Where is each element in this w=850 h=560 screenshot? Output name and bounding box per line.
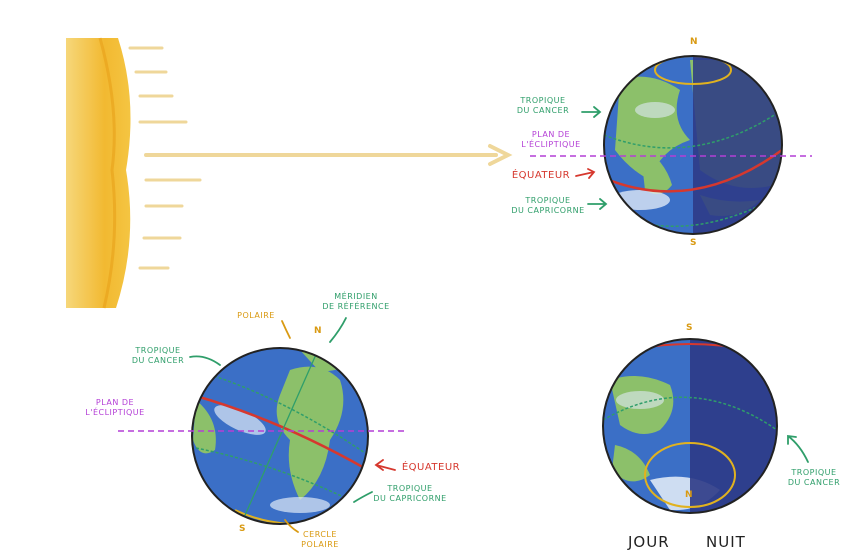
globe-bottom-left [191,347,369,525]
ecliptic-plane-label-top: PLAN DE L'ÉCLIPTIQUE [521,130,581,149]
polar-label: POLAIRE [237,311,275,320]
reference-meridian-label: MÉRIDIEN DE RÉFÉRENCE [322,292,390,311]
south-pole-label-bottom-right: S [686,323,693,333]
tropic-cancer-label-bottom-right: TROPIQUE DU CANCER [787,468,841,487]
tropic-cancer-label-top: TROPIQUE DU CANCER [516,96,570,115]
sun-rays [128,46,498,270]
north-pole-label-top: N [690,37,698,47]
equator-label-bottom-left: ÉQUATEUR [401,462,461,473]
globe-bottom-right [602,338,778,514]
equator-label-top: ÉQUATEUR [511,170,571,181]
leader-arrow-bottom-right [787,434,809,463]
night-label: NUIT [706,533,746,551]
south-pole-label-top: S [690,238,697,248]
tropic-capricorn-label-bottom-left: TROPIQUE DU CAPRICORNE [373,484,447,503]
ecliptic-plane-label-bottom-left: PLAN DE L'ÉCLIPTIQUE [85,398,145,417]
polar-circle-label: CERCLE POLAIRE [301,530,339,549]
day-label: JOUR [628,533,670,551]
north-pole-label-bottom-right: N [685,490,693,500]
south-pole-label-bottom-left: S [239,524,246,534]
tropic-cancer-label-bottom-left: TROPIQUE DU CANCER [131,346,185,365]
sun [66,37,131,309]
leader-arrows-top [575,106,608,210]
north-pole-label-bottom-left: N [314,326,322,336]
globe-top [603,55,783,235]
leader-arrows-bottom-left [189,317,396,533]
sun-body [66,38,131,308]
ray-arrowhead [488,144,513,166]
tropic-capricorn-label-top: TROPIQUE DU CAPRICORNE [511,196,585,215]
